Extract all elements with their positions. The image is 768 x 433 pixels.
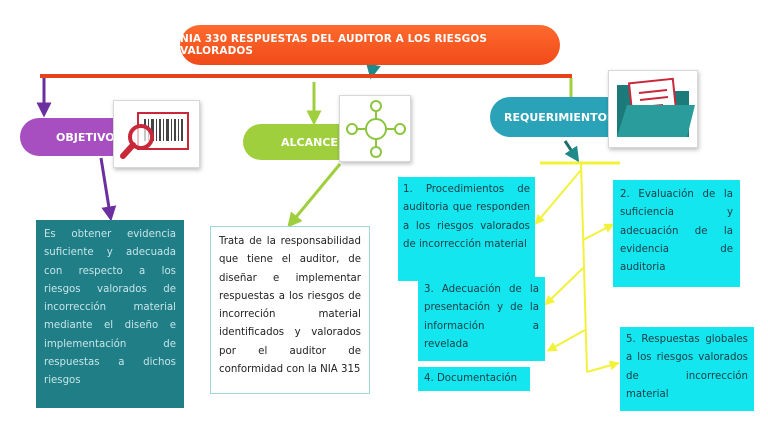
folder-document-icon [608,70,698,148]
requerimiento-item-4: 4. Documentación [418,367,530,391]
requerimiento-item-2: 2. Evaluación de la suficiencia y adecua… [613,180,740,287]
alcance-label: ALCANCE [243,124,358,160]
alcance-description: Trata de la responsabilidad que tiene el… [210,226,370,394]
requerimientos-label: REQUERIMIENTOS [490,97,630,137]
alcance-arrow [287,163,342,228]
requerimientos-arrow [563,140,580,163]
main-title: NIA 330 RESPUESTAS DEL AUDITOR A LOS RIE… [180,25,560,65]
objetivo-arrow [99,157,117,222]
requerimiento-item-5: 5. Respuestas globales a los riesgos val… [620,327,754,411]
network-nodes-icon [339,95,411,162]
objetivo-description: Es obtener evidencia suficiente y adecua… [36,220,184,408]
barcode-magnifier-icon [113,100,200,168]
requerimiento-item-3: 3. Adecuación de la presentación y de la… [418,277,545,361]
requerimiento-item-1: 1. Procedimientos de auditoria que respo… [398,177,535,281]
